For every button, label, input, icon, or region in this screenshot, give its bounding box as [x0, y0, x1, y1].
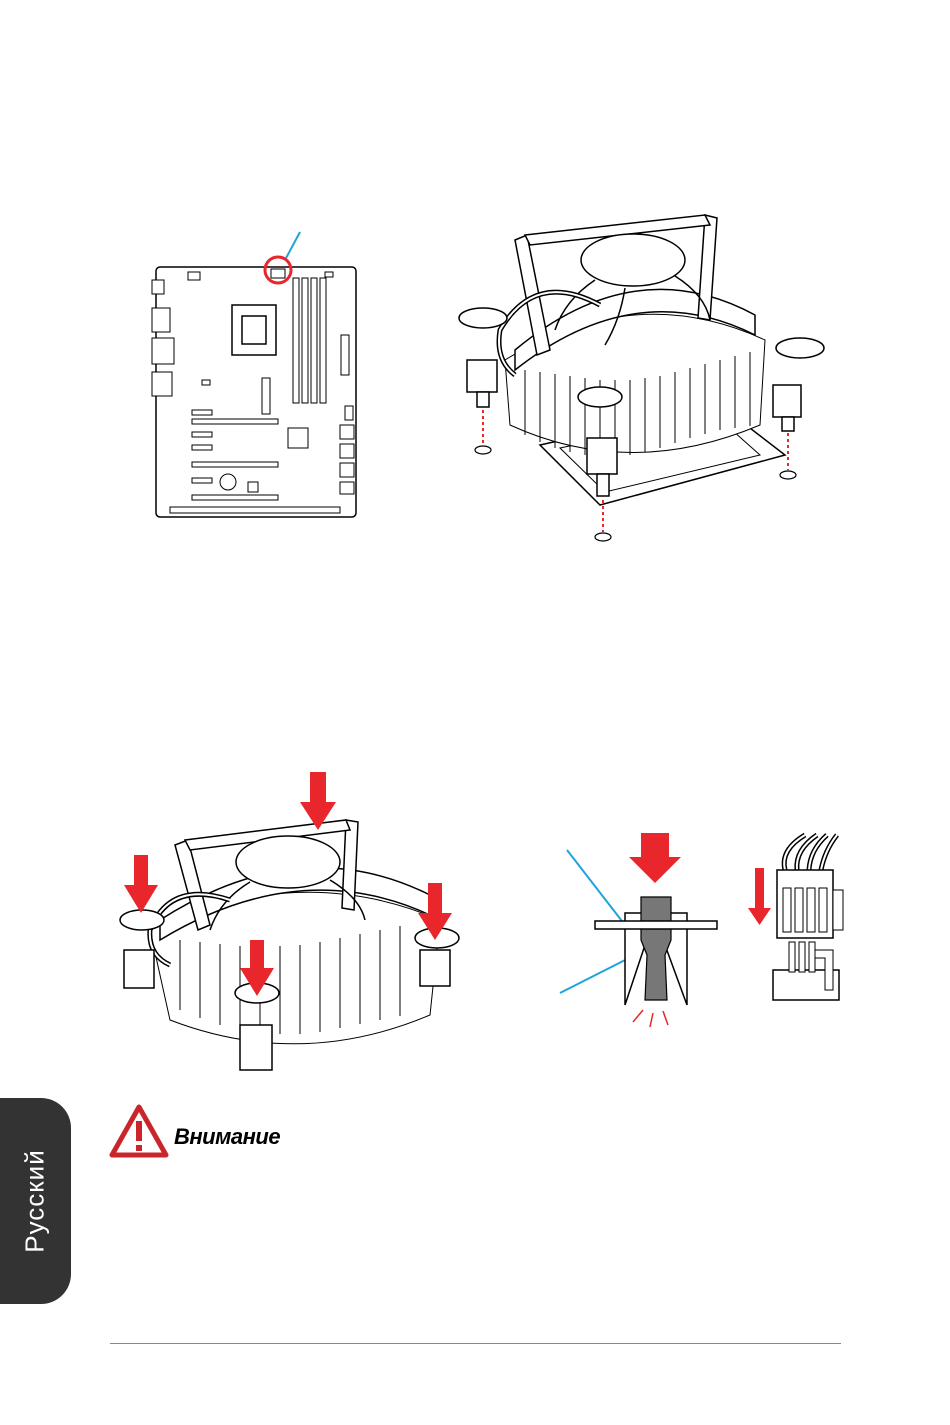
fan-connector-diagram	[745, 830, 845, 1010]
footer-rule	[110, 1343, 841, 1344]
motherboard-diagram	[140, 220, 370, 525]
warning-triangle-icon	[108, 1103, 170, 1159]
attention-title: Внимание	[174, 1124, 280, 1150]
cooler-alignment-diagram	[455, 210, 830, 550]
language-tab: Русский	[0, 1098, 71, 1304]
press-cooler-diagram	[110, 770, 475, 1080]
push-pin-detail-diagram	[555, 825, 730, 1030]
language-tab-label: Русский	[20, 1149, 51, 1252]
